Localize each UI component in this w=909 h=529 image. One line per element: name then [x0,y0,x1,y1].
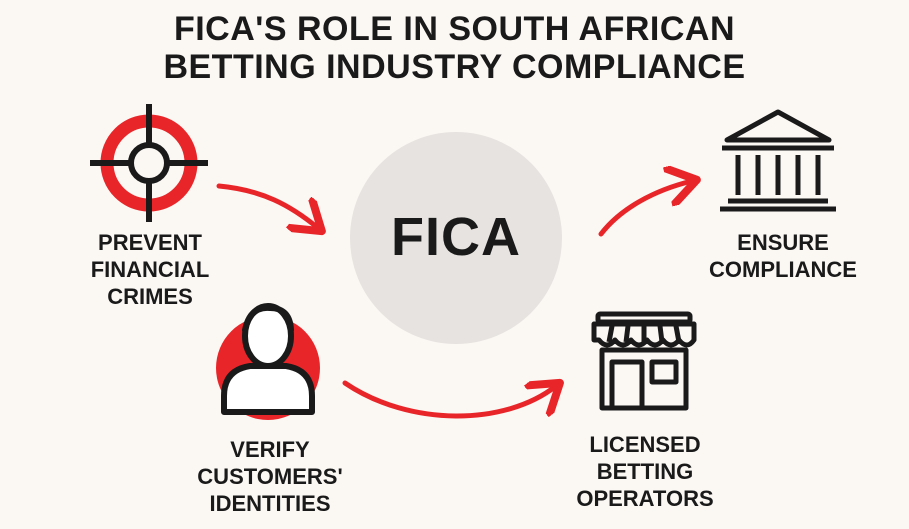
licensed-label-line-3: OPERATORS [576,486,714,511]
arrow-prevent-to-fica [216,183,318,228]
licensed-label-line-1: LICENSED [589,432,701,457]
licensed-label-line-2: BETTING [596,459,694,484]
person-icon [216,303,320,420]
ensure-label-line-1: ENSURE [737,230,829,255]
licensed-betting-operators-label: LICENSED BETTING OPERATORS [555,431,735,512]
verify-label-line-3: IDENTITIES [209,491,331,516]
prevent-label-line-2: FINANCIAL [90,257,210,282]
verify-label-line-1: VERIFY [230,437,310,462]
ensure-label-line-2: COMPLIANCE [709,257,857,282]
prevent-label-line-1: PREVENT [98,230,202,255]
arrow-fica-to-ensure [598,181,692,237]
title-line-2: BETTING INDUSTRY COMPLIANCE [163,48,746,86]
ensure-compliance-label: ENSURE COMPLIANCE [685,229,881,283]
crosshair-target-icon [90,104,208,222]
verify-customers-identities-label: VERIFY CUSTOMERS' IDENTITIES [170,436,370,517]
fica-center-label: FICA [391,207,521,267]
arrow-verify-to-licensed [342,383,556,419]
prevent-label-line-3: CRIMES [107,284,193,309]
prevent-financial-crimes-label: PREVENT FINANCIAL CRIMES [70,229,230,310]
fica-center-circle [350,132,562,344]
government-building-icon [720,109,836,212]
storefront-icon [591,311,697,411]
title-line-1: FICA'S ROLE IN SOUTH AFRICAN [173,10,736,48]
verify-label-line-2: CUSTOMERS' [197,464,343,489]
